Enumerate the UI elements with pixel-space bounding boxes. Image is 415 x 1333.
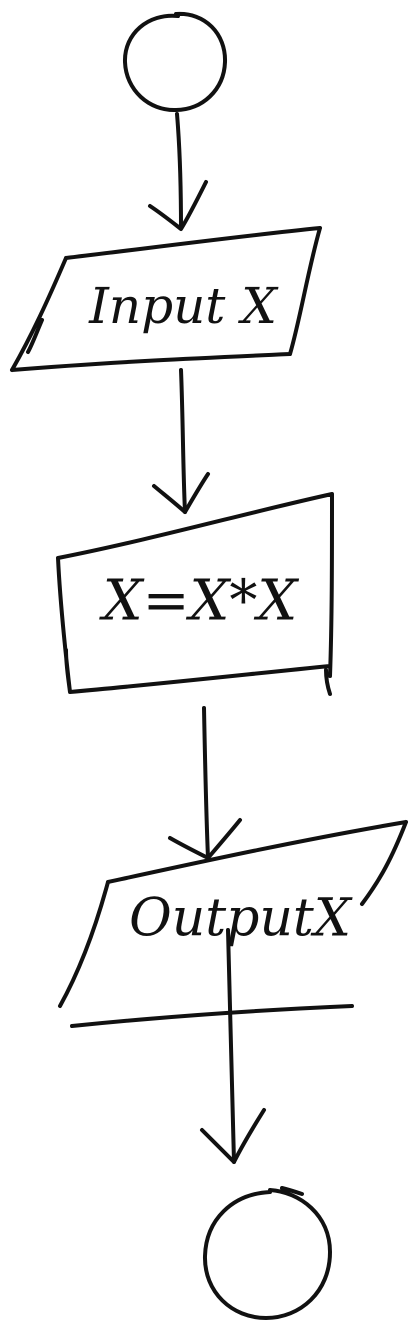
output-label: OutputX	[129, 889, 353, 949]
edge-line	[202, 706, 210, 860]
edge-start-to-input	[148, 112, 208, 231]
output-node: OutputX	[58, 820, 408, 1028]
arrowhead-icon	[148, 180, 208, 231]
output-parallelogram	[58, 820, 408, 1028]
arrowhead-icon	[168, 818, 242, 860]
process-node: X=X*X	[56, 492, 334, 696]
process-label: X=X*X	[99, 569, 300, 634]
edge-line	[175, 112, 183, 230]
input-parallelogram	[10, 226, 322, 372]
edge-input-to-process	[152, 368, 210, 514]
process-rectangle	[56, 492, 334, 696]
end-circle	[202, 1186, 332, 1320]
arrowhead-icon	[152, 472, 210, 514]
edge-process-to-output	[168, 706, 242, 860]
end-node	[202, 1186, 332, 1320]
edge-line	[226, 928, 236, 1164]
start-node	[122, 11, 228, 113]
arrowhead-icon	[200, 1108, 266, 1164]
input-label: Input X	[88, 277, 279, 335]
start-circle	[122, 11, 228, 113]
edge-output-to-end	[200, 928, 266, 1164]
input-node: Input X	[10, 226, 322, 372]
edge-line	[179, 368, 187, 514]
